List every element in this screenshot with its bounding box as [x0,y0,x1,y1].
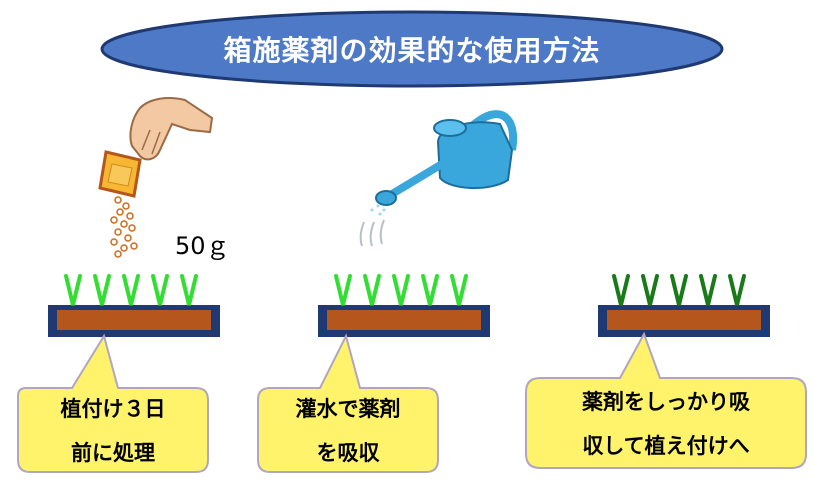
watering-can-icon [370,110,518,216]
step-1-line-2: 前に処理 [71,441,155,465]
step-3-line-2: 収して植え付けへ [582,434,750,458]
callout-bubble-3 [525,331,807,469]
sprouts-3 [612,274,746,306]
step-3-text: 薬剤をしっかり吸 収して植え付けへ [526,380,806,468]
page-title: 箱施薬剤の効果的な使用方法 [223,34,601,67]
sprouts-1 [64,274,198,306]
callout-bubble-2 [257,333,439,473]
seedling-tray-2 [318,305,490,337]
granules-icon [110,196,138,258]
amount-label: 50ｇ [175,232,230,260]
callout-bubble-1 [17,333,209,473]
step-2-line-1: 灌水で薬剤 [295,397,401,421]
step-1-text: 植付け３日 前に処理 [18,390,208,472]
seedling-tray-3 [598,305,770,337]
water-drops-icon [359,219,385,247]
step-2-line-2: を吸収 [316,441,380,465]
hand-icon [129,97,214,161]
title-ellipse [100,10,724,88]
title-banner: 箱施薬剤の効果的な使用方法 [98,8,726,90]
seedling-tray-1 [48,305,220,337]
step-1-line-1: 植付け３日 [60,397,166,421]
step-3-line-1: 薬剤をしっかり吸 [582,390,750,414]
sprouts-2 [334,274,468,306]
step-2-text: 灌水で薬剤 を吸収 [258,390,438,472]
packet-icon [98,150,142,198]
